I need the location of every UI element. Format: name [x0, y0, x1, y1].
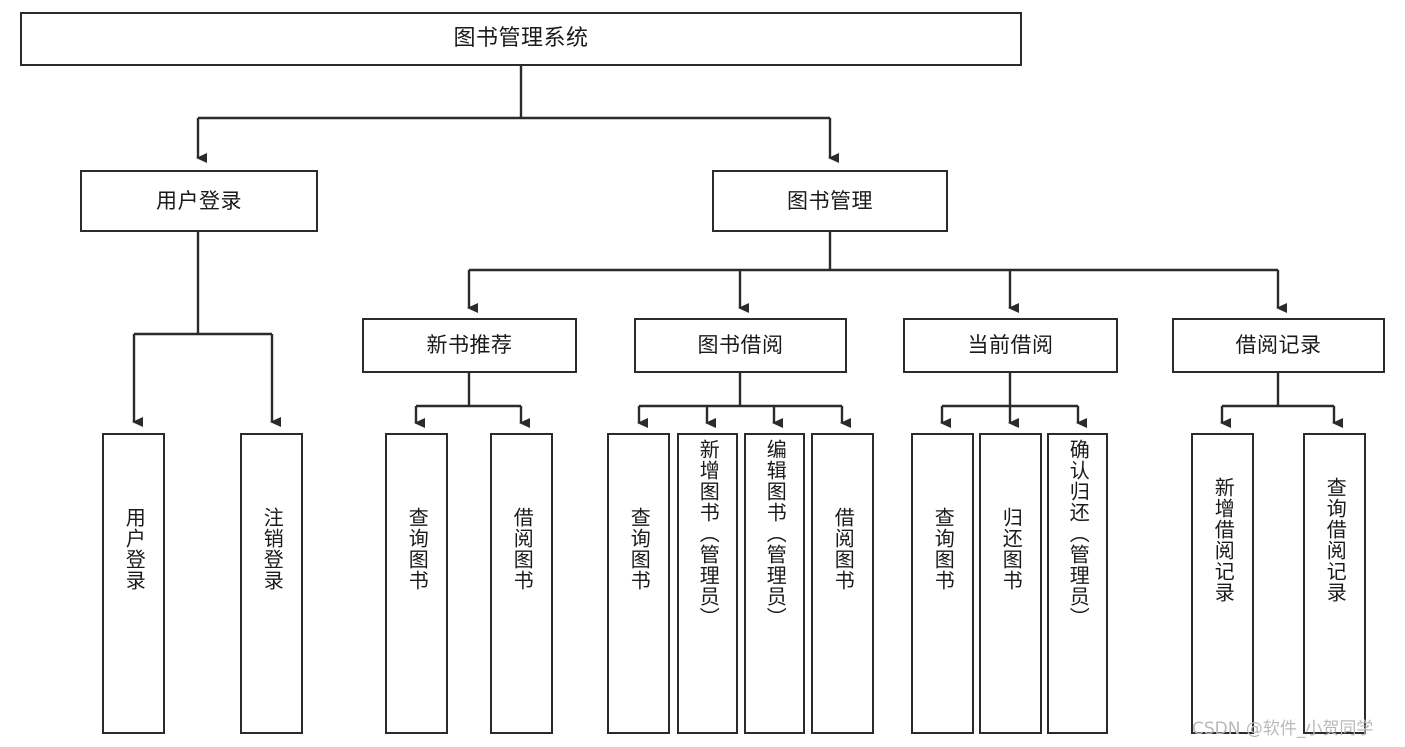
csdn-watermark: CSDN @软件_小贺同学 — [1192, 719, 1374, 739]
node-label: 新书推荐 — [426, 333, 513, 358]
node-label: 图书管理系统 — [453, 26, 589, 52]
node-current-borrow[interactable]: 当前借阅 — [903, 318, 1118, 373]
node-label: 图书借阅 — [697, 333, 784, 358]
node-label: 借阅图书 — [510, 507, 535, 591]
node-user-login[interactable]: 用户登录 — [80, 170, 318, 232]
leaf-record-query[interactable]: 查询借阅记录 — [1303, 433, 1366, 734]
node-label: 借阅记录 — [1235, 333, 1322, 358]
node-label: 编辑图书（管理员） — [763, 439, 788, 628]
node-label: 查询借阅记录 — [1323, 477, 1348, 603]
leaf-book-borrow-add[interactable]: 新增图书（管理员） — [677, 433, 738, 734]
node-borrow-record[interactable]: 借阅记录 — [1172, 318, 1385, 373]
node-book-management[interactable]: 图书管理 — [712, 170, 948, 232]
node-label: 注销登录 — [260, 507, 285, 591]
node-root-system[interactable]: 图书管理系统 — [20, 12, 1022, 66]
leaf-new-book-borrow[interactable]: 借阅图书 — [490, 433, 553, 734]
node-label: 查询图书 — [405, 507, 430, 591]
node-label: 确认归还（管理员） — [1066, 439, 1091, 628]
node-label: 当前借阅 — [967, 333, 1054, 358]
node-label: 查询图书 — [627, 507, 652, 591]
node-label: 新增图书（管理员） — [696, 439, 721, 628]
leaf-new-book-query[interactable]: 查询图书 — [385, 433, 448, 734]
node-label: 用户登录 — [122, 507, 147, 591]
node-label: 查询图书 — [931, 507, 956, 591]
node-book-borrow[interactable]: 图书借阅 — [634, 318, 847, 373]
leaf-book-borrow-edit[interactable]: 编辑图书（管理员） — [744, 433, 805, 734]
node-label: 图书管理 — [787, 188, 873, 213]
node-label: 新增借阅记录 — [1211, 477, 1236, 603]
node-label: 用户登录 — [156, 188, 242, 213]
leaf-book-borrow-borrow[interactable]: 借阅图书 — [811, 433, 874, 734]
node-new-book-recommend[interactable]: 新书推荐 — [362, 318, 577, 373]
node-label: 借阅图书 — [831, 507, 856, 591]
leaf-current-borrow-confirm-return[interactable]: 确认归还（管理员） — [1047, 433, 1108, 734]
leaf-book-borrow-query[interactable]: 查询图书 — [607, 433, 670, 734]
leaf-current-borrow-query[interactable]: 查询图书 — [911, 433, 974, 734]
leaf-user-login-login[interactable]: 用户登录 — [102, 433, 165, 734]
leaf-record-add[interactable]: 新增借阅记录 — [1191, 433, 1254, 734]
leaf-user-login-logout[interactable]: 注销登录 — [240, 433, 303, 734]
node-label: 归还图书 — [999, 507, 1024, 591]
leaf-current-borrow-return[interactable]: 归还图书 — [979, 433, 1042, 734]
